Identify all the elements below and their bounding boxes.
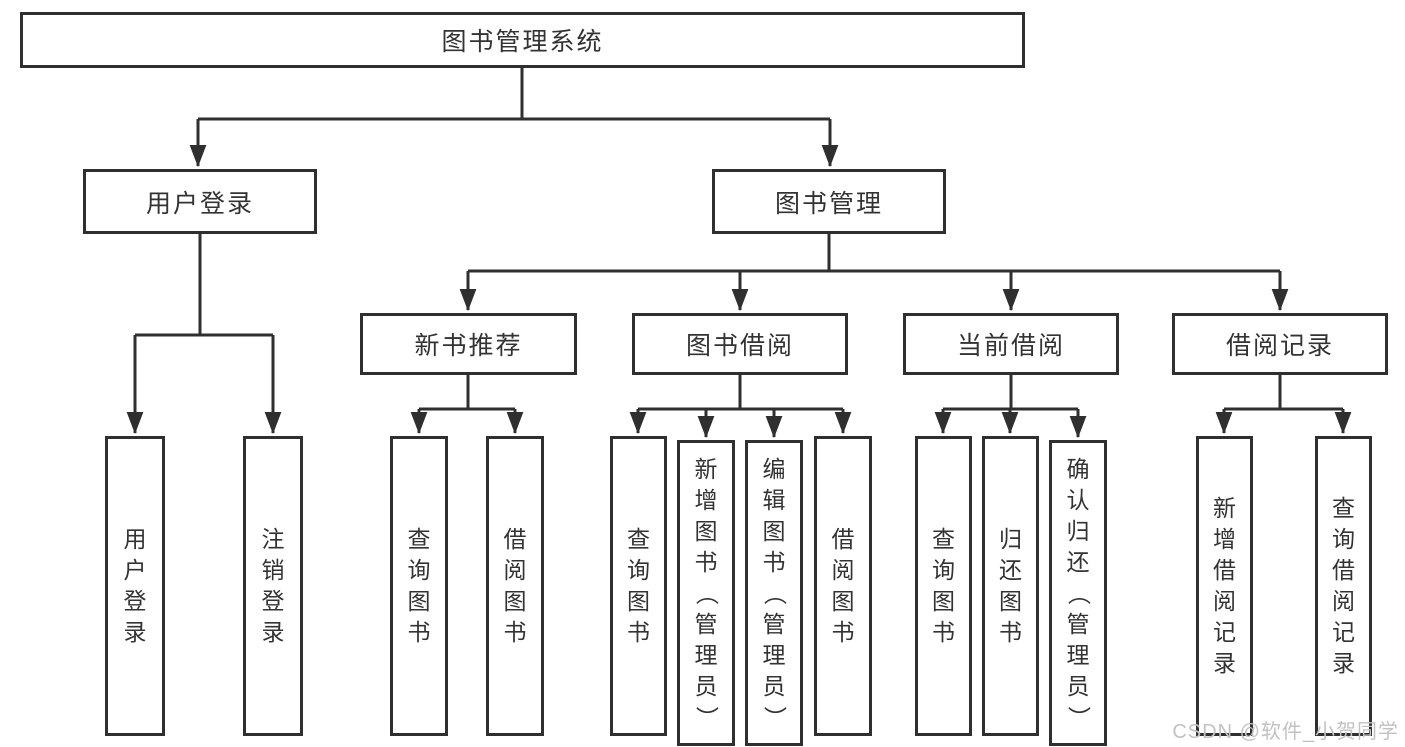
leaf-confirm-return-admin: 确认归还（管理员）: [1049, 440, 1107, 746]
leaf-return-books: 归还图书: [982, 436, 1039, 736]
leaf-edit-book-admin: 编辑图书（管理员）: [745, 440, 803, 746]
node-current-borrow: 当前借阅: [903, 313, 1119, 375]
node-new-book-recommend: 新书推荐: [360, 313, 577, 375]
leaf-query-books-borrow: 查询图书: [610, 436, 667, 736]
leaf-user-login: 用户登录: [105, 436, 165, 736]
leaf-borrow-books: 借阅图书: [814, 436, 872, 736]
node-user-login: 用户登录: [83, 169, 317, 234]
leaf-query-books-recommend: 查询图书: [390, 436, 448, 736]
node-borrow-records: 借阅记录: [1172, 313, 1388, 375]
leaf-logout: 注销登录: [243, 436, 303, 736]
csdn-watermark: CSDN @软件_小贺同学: [1172, 721, 1399, 743]
leaf-query-borrow-record: 查询借阅记录: [1315, 436, 1372, 736]
leaf-add-borrow-record: 新增借阅记录: [1196, 436, 1253, 736]
leaf-query-books-current: 查询图书: [915, 436, 972, 736]
node-book-borrow: 图书借阅: [632, 313, 848, 375]
node-library-management-system: 图书管理系统: [20, 12, 1025, 68]
leaf-borrow-books-recommend: 借阅图书: [486, 436, 544, 736]
leaf-add-book-admin: 新增图书（管理员）: [677, 440, 735, 746]
node-book-management: 图书管理: [712, 169, 946, 234]
